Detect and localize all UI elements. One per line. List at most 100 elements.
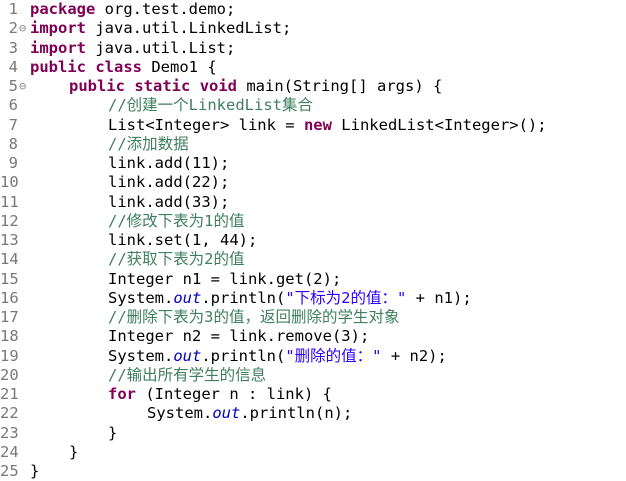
- keyword-token: public: [69, 77, 125, 95]
- keyword-token: class: [95, 57, 143, 76]
- code-token: System.: [108, 288, 174, 307]
- code-text: link.add(11);: [108, 154, 229, 173]
- field-token: out: [173, 346, 202, 365]
- code-text: link.set(1, 44);: [108, 231, 257, 250]
- code-token: link.add(33);: [108, 192, 230, 211]
- line-number: 19: [0, 346, 19, 365]
- code-token: .println(: [201, 346, 286, 365]
- keyword-token: import: [30, 19, 86, 38]
- code-token: java.util.LinkedList;: [86, 19, 292, 38]
- fold-collapse-icon[interactable]: ⊖: [19, 79, 27, 93]
- code-text: //创建一个LinkedList集合: [108, 96, 313, 115]
- code-text: }: [30, 462, 39, 481]
- code-text: }: [108, 424, 117, 443]
- code-token: + n2);: [381, 346, 447, 365]
- code-text: System.out.println("下标为2的值：" + n1);: [108, 289, 472, 308]
- code-token: .println(n);: [240, 404, 353, 423]
- keyword-token: package: [30, 0, 96, 18]
- string-token: "删除的值：": [285, 346, 382, 365]
- code-line[interactable]: 19 System.out.println("删除的值：" + n2);: [0, 347, 626, 366]
- code-line[interactable]: 18 Integer n2 = link.remove(3);: [0, 327, 626, 346]
- code-line[interactable]: 6 //创建一个LinkedList集合: [0, 96, 626, 115]
- code-line[interactable]: 5⊖public static void main(String[] args)…: [0, 77, 626, 96]
- line-number: 15: [0, 269, 19, 288]
- line-number: 13: [0, 231, 19, 249]
- code-text: public class Demo1 {: [30, 58, 217, 77]
- code-token: List<Integer> link =: [108, 115, 304, 134]
- line-number: 17: [0, 308, 19, 326]
- code-token: System.: [108, 346, 174, 365]
- code-line[interactable]: 20//输出所有学生的信息: [0, 366, 626, 385]
- line-number: 23: [0, 423, 19, 442]
- code-line[interactable]: 23}: [0, 424, 626, 443]
- code-text: import java.util.LinkedList;: [30, 19, 291, 38]
- code-token: }: [69, 442, 79, 461]
- line-number: 6: [8, 96, 18, 115]
- keyword-token: import: [30, 38, 86, 57]
- code-text: link.add(22);: [108, 173, 229, 192]
- code-line[interactable]: 16 System.out.println("下标为2的值：" + n1);: [0, 289, 626, 308]
- code-line[interactable]: 17//删除下表为3的值，返回删除的学生对象: [0, 308, 626, 327]
- code-token: System.: [147, 404, 213, 423]
- line-number: 8: [8, 134, 18, 153]
- code-text: //获取下表为2的值: [108, 250, 245, 269]
- comment-token: //添加数据: [108, 134, 189, 153]
- code-line[interactable]: 13 link.set(1, 44);: [0, 231, 626, 250]
- code-text: link.add(33);: [108, 193, 229, 212]
- code-text: //添加数据: [108, 135, 189, 154]
- code-line[interactable]: 4 public class Demo1 {: [0, 58, 626, 77]
- string-token: "下标为2的值：": [285, 288, 407, 307]
- code-line[interactable]: 11 link.add(33);: [0, 193, 626, 212]
- comment-token: //获取下表为2的值: [108, 250, 245, 269]
- field-token: out: [212, 404, 241, 423]
- code-line[interactable]: 24}: [0, 443, 626, 462]
- line-number: 18: [0, 327, 19, 346]
- field-token: out: [173, 288, 202, 307]
- code-text: List<Integer> link = new LinkedList<Inte…: [108, 116, 547, 135]
- line-number: 25: [0, 462, 19, 480]
- code-token: }: [108, 423, 118, 442]
- code-line[interactable]: 22 System.out.println(n);: [0, 404, 626, 423]
- line-number: 22: [0, 404, 19, 423]
- code-line[interactable]: 10 link.add(22);: [0, 173, 626, 192]
- code-token: Demo1 {: [142, 57, 217, 76]
- line-number: 2: [8, 19, 18, 38]
- code-token: main(String[] args) {: [237, 77, 443, 95]
- keyword-token: static: [134, 77, 191, 95]
- code-line[interactable]: 12 //修改下表为1的值: [0, 212, 626, 231]
- keyword-token: void: [199, 77, 238, 95]
- code-token: link.set(1, 44);: [108, 231, 258, 249]
- line-number: 11: [0, 192, 19, 211]
- code-line[interactable]: 8 //添加数据: [0, 135, 626, 154]
- code-token: java.util.List;: [86, 38, 236, 57]
- code-line[interactable]: 25}: [0, 462, 626, 481]
- code-text: }: [69, 443, 78, 462]
- code-token: Integer n2 = link.remove(3);: [108, 327, 370, 346]
- line-number: 10: [0, 173, 19, 192]
- line-number: 4: [8, 57, 18, 76]
- code-text: System.out.println(n);: [147, 404, 352, 423]
- code-token: [125, 77, 134, 95]
- keyword-token: new: [303, 115, 332, 134]
- code-token: .println(: [201, 288, 286, 307]
- code-line[interactable]: 14//获取下表为2的值: [0, 250, 626, 269]
- code-token: org.test.demo;: [95, 0, 236, 18]
- line-number: 12: [0, 211, 19, 230]
- keyword-token: public: [30, 57, 86, 76]
- code-text: public static void main(String[] args) {: [69, 77, 442, 96]
- code-text: package org.test.demo;: [30, 0, 235, 19]
- code-line[interactable]: 2⊖import java.util.LinkedList;: [0, 19, 626, 38]
- fold-collapse-icon[interactable]: ⊖: [19, 21, 27, 36]
- keyword-token: for: [108, 385, 136, 403]
- line-number: 16: [0, 288, 19, 307]
- code-text: //修改下表为1的值: [108, 212, 245, 231]
- code-token: [86, 58, 95, 76]
